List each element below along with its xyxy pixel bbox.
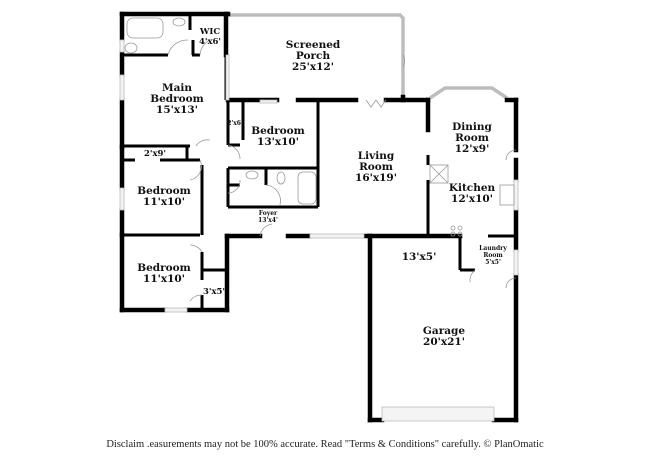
bedroom-4-size: 11'x10' xyxy=(143,273,185,285)
interior-walls xyxy=(122,14,516,310)
closet-2x6-size: 2'x6' xyxy=(227,120,243,127)
main-bedroom-label-2: Bedroom xyxy=(150,93,204,105)
foyer-size: 13'x4' xyxy=(258,217,278,224)
disclaimer-text: Disclaim .easurements may not be 100% ac… xyxy=(106,439,544,450)
room-labels: WIC 4'x6' Screened Porch 25'x12' Main Be… xyxy=(137,27,507,348)
doors xyxy=(167,39,517,302)
screened-porch-label-2: Porch xyxy=(296,50,331,62)
wic-label: WIC xyxy=(199,27,221,37)
bedroom-3-label: Bedroom xyxy=(137,185,191,197)
bedroom-4-label: Bedroom xyxy=(137,262,191,274)
fixtures xyxy=(124,17,515,237)
screened-porch-label-1: Screened xyxy=(286,39,341,51)
wic-size: 4'x6' xyxy=(199,37,221,47)
garage-size: 20'x21' xyxy=(423,336,465,348)
garage-alcove-size: 13'x5' xyxy=(402,251,437,263)
dining-room-label-2: Room xyxy=(455,132,489,144)
garage-label: Garage xyxy=(423,325,465,337)
bedroom-2-label: Bedroom xyxy=(251,125,305,137)
main-bedroom-size: 15'x13' xyxy=(156,104,198,116)
foyer-label: Foyer xyxy=(259,210,278,217)
living-room-label-2: Room xyxy=(359,161,393,173)
closet-3x5-size: 3'x5' xyxy=(203,287,225,297)
bedroom-2-size: 13'x10' xyxy=(257,136,299,148)
bedroom-3-size: 11'x10' xyxy=(143,196,185,208)
screened-porch-size: 25'x12' xyxy=(292,61,334,73)
screened-porch-walls xyxy=(228,13,405,98)
windows xyxy=(119,39,519,422)
living-room-size: 16'x19' xyxy=(355,172,397,184)
closet-2x9-size: 2'x9' xyxy=(144,149,166,159)
exterior-walls xyxy=(119,11,519,423)
main-bedroom-label-1: Main xyxy=(162,82,192,94)
kitchen-size: 12'x10' xyxy=(451,193,493,205)
laundry-room-label-2: Room xyxy=(483,252,503,259)
living-room-label-1: Living xyxy=(358,150,395,162)
laundry-room-label-1: Laundry xyxy=(479,245,507,252)
laundry-room-size: 5'x5' xyxy=(485,259,501,266)
dining-room-label-1: Dining xyxy=(452,121,492,133)
dining-room-size: 12'x9' xyxy=(455,143,490,155)
kitchen-label: Kitchen xyxy=(449,182,496,194)
